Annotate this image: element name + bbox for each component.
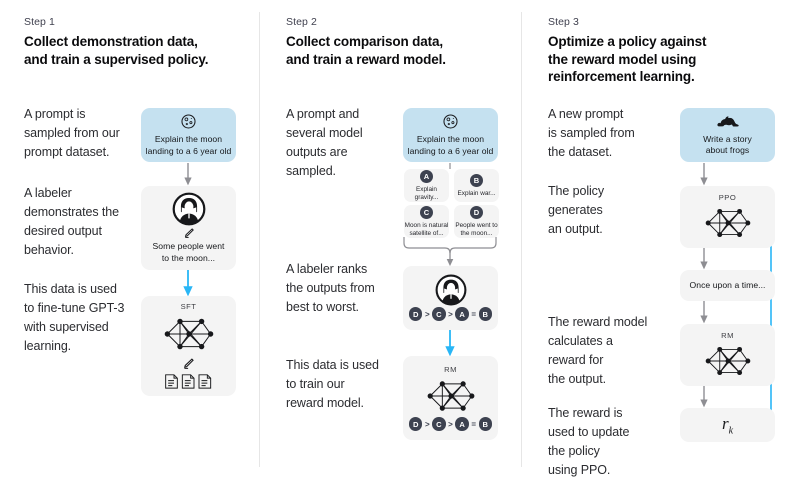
- output-badge-d: D: [470, 205, 483, 219]
- step-2-title: Collect comparison data, and train a rew…: [286, 34, 446, 67]
- rm-rank-badge-4: B: [478, 417, 492, 431]
- step-1-prompt-card[interactable]: Explain the moon landing to a 6 year old: [141, 108, 236, 162]
- step-1-label: Step 1: [24, 16, 55, 28]
- rm-rank-op-2: >: [448, 419, 453, 429]
- step-3-caption-4: The reward is used to update the policy …: [548, 406, 630, 477]
- step-3-caption-3: The reward model calculates a reward for…: [548, 315, 648, 386]
- step-2-caption-1: A prompt and several model outputs are s…: [286, 107, 363, 178]
- step-3-output-text: Once upon a time...: [689, 279, 766, 290]
- column-divider-1: [259, 12, 260, 467]
- rank-badge-4: B: [478, 307, 492, 321]
- step-3-caption-1: A new prompt is sampled from the dataset…: [548, 107, 635, 159]
- step-2-output-card-c[interactable]: C Moon is natural satellite of...: [404, 205, 449, 238]
- documents-icon: [164, 373, 214, 390]
- step-2-prompt-card[interactable]: Explain the moon landing to a 6 year old: [403, 108, 498, 162]
- rm-rank-badge-3: A: [455, 417, 469, 431]
- step-2-column: Step 2 Collect comparison data, and trai…: [262, 0, 524, 479]
- rm-rank-op-1: >: [424, 419, 430, 429]
- step-3-rm-tag: RM: [721, 331, 734, 340]
- step-3-caption-2: The policy generates an output.: [548, 184, 604, 236]
- step-1-caption-1: A prompt is sampled from our prompt data…: [24, 107, 120, 159]
- output-text-d: People went to the moon...: [455, 221, 498, 237]
- step-3-label: Step 3: [548, 16, 579, 28]
- pencil-icon: [183, 227, 195, 239]
- moon-icon: [180, 113, 197, 130]
- step-3-output-card[interactable]: Once upon a time...: [680, 270, 775, 301]
- rm-rank-badge-1: D: [408, 417, 423, 431]
- rank-op-2: >: [448, 309, 453, 319]
- step-2-ranker-ranking: D > C > A = B: [403, 306, 498, 322]
- step-3-prompt-text: Write a story about frogs: [703, 133, 752, 156]
- step-3-ppo-card[interactable]: PPO: [680, 186, 775, 248]
- labeler-avatar-icon: [435, 274, 467, 306]
- step-2-output-card-b[interactable]: B Explain war...: [454, 169, 499, 202]
- pencil-icon: [182, 357, 195, 370]
- reward-symbol: rk: [721, 413, 734, 437]
- output-text-a: Explain gravity...: [414, 185, 439, 201]
- output-badge-b: B: [470, 173, 483, 187]
- step-3-column: Step 3 Optimize a policy against the rew…: [524, 0, 788, 479]
- step-2-caption-2: A labeler ranks the outputs from best to…: [286, 262, 375, 314]
- step-1-column: Step 1 Collect demonstration data, and t…: [0, 0, 262, 479]
- neural-network-icon: [703, 342, 753, 380]
- step-3-ppo-tag: PPO: [718, 193, 737, 202]
- neural-network-icon: [703, 204, 753, 242]
- rank-op-3: =: [471, 309, 476, 319]
- rm-rank-badge-2: C: [432, 417, 446, 431]
- frog-icon: [716, 114, 740, 130]
- step-2-label: Step 2: [286, 16, 317, 28]
- step-1-caption-2: A labeler demonstrates the desired outpu…: [24, 186, 119, 257]
- step-2-prompt-text: Explain the moon landing to a 6 year old: [407, 134, 494, 156]
- step-2-caption-3: This data is used to train our reward mo…: [286, 358, 379, 410]
- output-badge-c: C: [420, 205, 433, 219]
- neural-network-icon: [162, 313, 216, 355]
- neural-network-icon: [425, 376, 477, 416]
- step-2-output-card-a[interactable]: A Explain gravity...: [404, 169, 449, 202]
- step-2-output-card-d[interactable]: D People went to the moon...: [454, 205, 499, 238]
- rank-badge-1: D: [408, 307, 423, 321]
- labeler-avatar-icon: [172, 192, 206, 226]
- step-3-rm-card[interactable]: RM: [680, 324, 775, 386]
- step-1-sft-card[interactable]: SFT: [141, 296, 236, 396]
- step-3-title: Optimize a policy against the reward mod…: [548, 34, 707, 84]
- output-badge-a: A: [420, 169, 433, 183]
- step-1-labeler-card[interactable]: Some people went to the moon...: [141, 186, 236, 270]
- step-1-prompt-text: Explain the moon landing to a 6 year old: [145, 134, 232, 156]
- rm-rank-op-3: =: [471, 419, 476, 429]
- step-1-title: Collect demonstration data, and train a …: [24, 34, 209, 67]
- rank-op-1: >: [424, 309, 430, 319]
- output-text-c: Moon is natural satellite of...: [404, 221, 449, 237]
- column-divider-2: [521, 12, 522, 467]
- step-1-sft-tag: SFT: [180, 302, 197, 311]
- step-1-labeler-text: Some people went to the moon...: [152, 241, 225, 263]
- output-text-b: Explain war...: [457, 189, 496, 197]
- step-1-caption-3: This data is used to fine-tune GPT-3 wit…: [24, 282, 125, 353]
- rank-badge-2: C: [432, 307, 446, 321]
- step-3-reward-value-card[interactable]: rk: [680, 408, 775, 442]
- moon-icon: [442, 113, 459, 130]
- step-2-rm-ranking: D > C > A = B: [403, 416, 498, 432]
- step-3-prompt-card[interactable]: Write a story about frogs: [680, 108, 775, 162]
- step-2-rm-tag: RM: [444, 365, 457, 374]
- rank-badge-3: A: [455, 307, 469, 321]
